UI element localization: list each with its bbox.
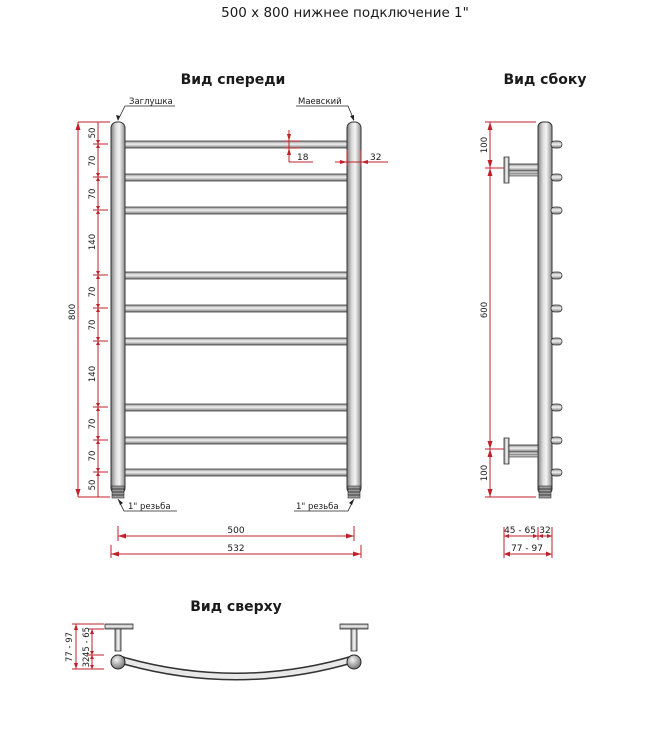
top-dim-total-depth: 77 - 97 (65, 632, 75, 662)
side-view: 100 600 100 45 - 65 32 77 - 97 (480, 121, 563, 558)
side-dim-wall-offset: 45 - 65 (504, 526, 536, 536)
left-post (110, 121, 126, 495)
side-dim-post: 32 (539, 526, 550, 536)
towel-bar (117, 206, 355, 215)
mayevsky-label: Маевский (298, 97, 342, 107)
spacing-label: 140 (88, 234, 98, 250)
side-view-title: Вид сбоку (504, 72, 587, 88)
right-post (346, 121, 362, 495)
plug-label: Заглушка (129, 97, 173, 107)
towel-bar (117, 304, 355, 313)
top-dim-post: 32 (82, 657, 92, 668)
dim-spacing-chain: 50 70 70 140 70 70 140 70 70 50 (88, 121, 108, 498)
dim-total-height: 800 (68, 121, 110, 498)
top-mount-left (104, 623, 134, 670)
spacing-label: 70 (88, 320, 98, 331)
dim-post-diameter: 32 (335, 150, 388, 166)
side-dim-bottom: 100 (480, 465, 490, 481)
side-dim-top: 100 (480, 137, 490, 153)
spacing-label: 140 (88, 366, 98, 382)
side-dim-depth: 45 - 65 32 77 - 97 (503, 526, 553, 558)
thread-right-label: 1" резьба (296, 502, 339, 512)
side-wall-mount-top (503, 156, 539, 184)
front-view: Заглушка Маевский 1" резьба 1" резьба 80… (68, 97, 388, 558)
callout-plug: Заглушка (116, 97, 175, 121)
spacing-label: 70 (88, 189, 98, 200)
spacing-label: 70 (88, 419, 98, 430)
top-dim-chain: 77 - 97 45 - 65 32 (65, 623, 104, 670)
thread-left-label: 1" резьба (128, 502, 171, 512)
side-dim-middle: 600 (480, 302, 490, 318)
total-width-value: 532 (227, 544, 244, 554)
towel-bar (117, 271, 355, 280)
dim-bar-diameter: 18 (284, 130, 313, 163)
post-diameter-value: 32 (370, 153, 381, 163)
towel-bar (117, 173, 355, 182)
dim-center-width: 500 (117, 526, 355, 541)
center-width-value: 500 (227, 526, 244, 536)
callout-thread-right: 1" резьба (294, 498, 355, 512)
top-view: 77 - 97 45 - 65 32 (65, 623, 369, 681)
spacing-label: 50 (88, 480, 98, 491)
drawing-title: 500 x 800 нижнее подключение 1" (221, 5, 469, 21)
spacing-label: 70 (88, 287, 98, 298)
spacing-label: 70 (88, 451, 98, 462)
side-post (537, 121, 553, 495)
towel-bar (117, 403, 355, 412)
towel-bar (117, 468, 355, 477)
dim-total-width: 532 (110, 544, 362, 558)
towel-bar (117, 337, 355, 346)
bar-diameter-value: 18 (297, 153, 309, 163)
spacing-label: 70 (88, 156, 98, 167)
side-dim-chain: 100 600 100 (480, 121, 536, 498)
top-dim-offset: 45 - 65 (82, 627, 92, 657)
callout-thread-left: 1" резьба (117, 498, 177, 512)
side-dim-total-depth: 77 - 97 (511, 544, 543, 554)
towel-bar (117, 436, 355, 445)
top-mount-right (339, 623, 369, 670)
top-view-title: Вид сверху (190, 599, 282, 615)
dim-total-height-value: 800 (68, 304, 78, 320)
side-bar-stubs (550, 140, 563, 477)
front-view-title: Вид спереди (181, 72, 286, 88)
side-wall-mount-bottom (503, 437, 539, 465)
towel-bar (117, 140, 355, 149)
front-bars (117, 140, 355, 477)
callout-mayevsky: Маевский (296, 97, 355, 121)
spacing-label: 50 (88, 128, 98, 139)
